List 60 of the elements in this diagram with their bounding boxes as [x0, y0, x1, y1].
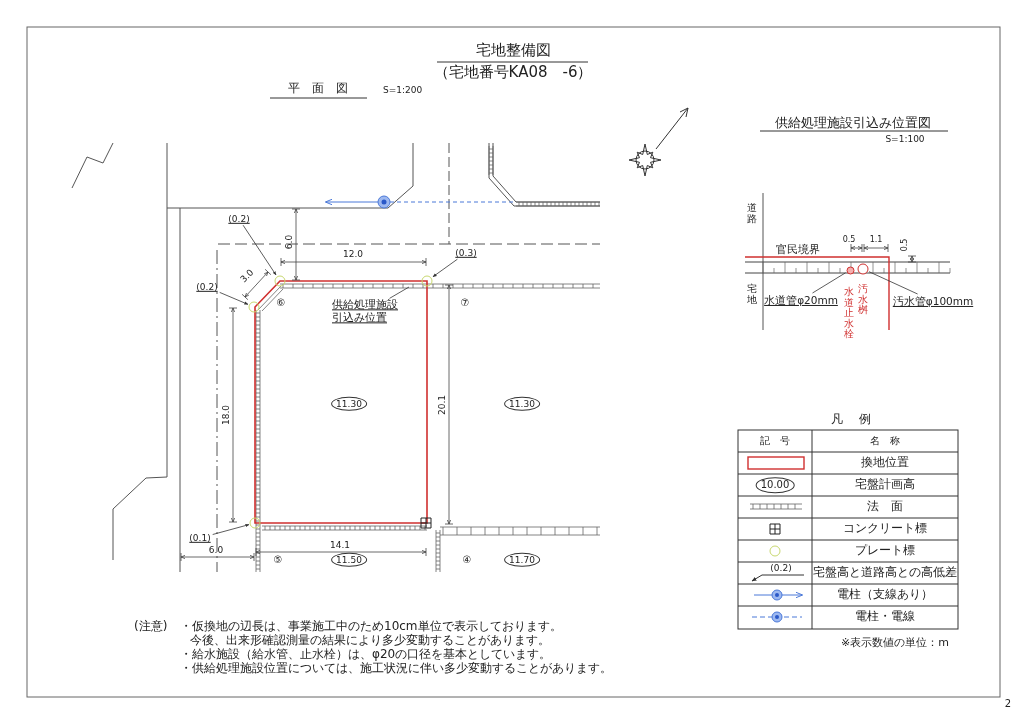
- leader-line: [812, 272, 846, 294]
- dimension-label: 0.5: [842, 235, 856, 245]
- dimension-label: 3.0: [238, 267, 256, 285]
- dimension-label: 18.0: [220, 405, 232, 425]
- legend-text: プレート標: [855, 544, 915, 558]
- callout-label: 供給処理施設引込み位置: [330, 298, 402, 326]
- scale-label: S=1:200: [383, 84, 423, 96]
- area-label: 道路: [746, 202, 758, 224]
- view-title: 平 面 図: [288, 82, 348, 96]
- table-header: 記 号: [760, 435, 790, 447]
- leader-sample-label: (0.2): [770, 562, 792, 574]
- box-label: 汚水桝: [857, 284, 869, 316]
- legend-text: 電柱・電線: [855, 610, 915, 624]
- boundary-label: 官民境界: [776, 242, 820, 256]
- leader-line: [389, 286, 410, 299]
- lot-number: ⑥: [276, 297, 286, 309]
- legend-text: 電柱（支線あり）: [837, 588, 933, 602]
- subtitle: （宅地番号KA08 -6）: [433, 64, 593, 82]
- plate-marker: [248, 301, 260, 313]
- plate-marker: [274, 275, 286, 287]
- callout-label: (0.3): [453, 246, 479, 260]
- legend-title: 凡 例: [831, 413, 873, 427]
- callout-label: (0.1): [187, 531, 213, 545]
- legend-text: 宅盤計画高: [855, 478, 915, 492]
- dimension-label: 12.0: [343, 248, 363, 260]
- table-header: 名 称: [870, 435, 900, 447]
- legend-text: コンクリート標: [843, 522, 927, 536]
- stop-valve: [845, 265, 855, 275]
- view-title: 供給処理施設引込み位置図: [775, 115, 931, 131]
- note-text: ・給水施設（給水管、止水栓）は、φ20の口径を基本としています。: [180, 648, 552, 662]
- dimension-label: 6.0: [208, 544, 224, 556]
- legend-text: 宅盤高と道路高との高低差: [813, 566, 957, 580]
- lot-number: ⑤: [273, 554, 283, 566]
- page-number: 2: [1004, 698, 1012, 710]
- callout-label: 汚水管φ100mm: [890, 293, 976, 309]
- callout-label: (0.2): [226, 212, 252, 226]
- lot-number: ④: [462, 554, 472, 566]
- plate-marker: [421, 275, 433, 287]
- plate-marker: [249, 517, 261, 529]
- sewer-box: [857, 263, 869, 275]
- note-heading: (注意): [134, 620, 168, 634]
- legend-text: 換地位置: [861, 456, 909, 470]
- dimension-label: 0.5: [900, 238, 910, 252]
- dimension-label: 14.1: [330, 539, 350, 551]
- callout-label: (0.2): [194, 280, 220, 294]
- area-label: 宅地: [746, 283, 758, 305]
- title: 宅地整備図: [475, 42, 551, 60]
- callout-label: 水道管φ20mm: [762, 292, 840, 308]
- leader-line: [868, 271, 918, 295]
- valve-label: 水道止水栓: [843, 286, 855, 340]
- unit-note: ※表示数値の単位：m: [841, 636, 949, 650]
- dimension-label: 6.0: [283, 234, 295, 250]
- note-text: ・供給処理施設位置については、施工状況に伴い多少変動することがあります。: [180, 662, 612, 676]
- scale-label: S=1:100: [885, 133, 925, 145]
- dimension-label: 20.1: [436, 395, 448, 415]
- note-text: 今後、出来形確認測量の結果により多少変動することがあります。: [190, 634, 550, 648]
- legend-text: 法 面: [867, 500, 903, 514]
- note-text: ・仮換地の辺長は、事業施工中のため10cm単位で表示しております。: [180, 620, 562, 634]
- lot-number: ⑦: [460, 297, 470, 309]
- dimension-label: 1.1: [869, 235, 883, 245]
